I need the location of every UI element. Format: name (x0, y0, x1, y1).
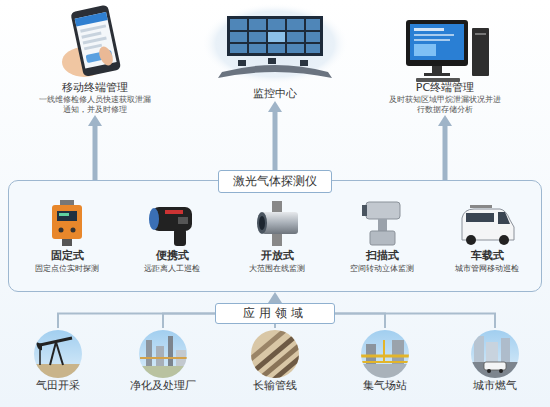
tree-line (275, 324, 276, 328)
terminal-note: 及时获知区域甲烷泄漏状况并进行数据存储分析 (380, 95, 510, 115)
arrow-head (88, 115, 102, 126)
detector-type: 开放式大范围在线监测 (225, 199, 329, 274)
detector-title: 便携式 (120, 249, 224, 263)
connector-line (335, 314, 385, 329)
band-title: 激光气体探测仪 (218, 170, 332, 193)
application-domain: 集气场站 (337, 328, 433, 392)
domain-header-title: 应用领域 (224, 306, 326, 321)
arrow-head (268, 292, 282, 303)
application-domain: 净化及处理厂 (115, 328, 211, 392)
detector-note: 空间转动立体监测 (330, 263, 434, 274)
application-domain: 长输管线 (227, 328, 323, 392)
detector-type: 固定式固定点位实时探测 (15, 199, 119, 274)
arrow-head (438, 115, 452, 126)
domain-title: 净化及处理厂 (115, 378, 211, 392)
scanning-detector-picture (362, 202, 400, 245)
application-domain: 气田开采 (10, 328, 106, 392)
tree-line (335, 314, 495, 329)
connector-line (335, 314, 495, 329)
detector-note: 大范围在线监测 (225, 263, 329, 274)
detector-type: 便携式远距离人工巡检 (120, 199, 224, 274)
connector-line (163, 314, 215, 329)
output-terminal: PC终端管理及时获知区域甲烷泄漏状况并进行数据存储分析 (380, 4, 510, 115)
connector-line (93, 125, 98, 180)
detector-title: 开放式 (225, 249, 329, 263)
flow-arrow (88, 115, 102, 180)
domain-title: 集气场站 (337, 378, 433, 392)
detector-title: 固定式 (15, 249, 119, 263)
tree-line (335, 314, 385, 329)
terminal-title: PC终端管理 (380, 80, 510, 95)
phone-picture (62, 5, 121, 77)
connector-line (443, 125, 448, 180)
arrow-head (268, 101, 282, 112)
tree-line (58, 314, 215, 329)
detector-band: 激光气体探测仪固定式固定点位实时探测便携式远距离人工巡检开放式大范围在线监测扫描… (8, 180, 542, 292)
flow-arrow (268, 292, 282, 303)
detector-type: 扫描式空间转动立体监测 (330, 199, 434, 274)
detector-note: 固定点位实时探测 (15, 263, 119, 274)
band-ground (9, 181, 542, 292)
domain-title: 气田开采 (10, 378, 106, 392)
detector-title: 扫描式 (330, 249, 434, 263)
vehicle-detector-picture (462, 205, 514, 245)
detector-note: 城市管网移动巡检 (435, 263, 539, 274)
pipeline-picture (240, 326, 314, 388)
tree-line (163, 314, 215, 329)
open-path-detector-picture (257, 201, 298, 246)
domain-header: 应用领域 (215, 303, 335, 324)
domain-title: 城市燃气 (447, 378, 543, 392)
output-terminal: 监控中心 (195, 2, 355, 101)
flow-arrow (438, 115, 452, 180)
pc-picture (406, 20, 489, 82)
detector-title: 车载式 (435, 249, 539, 263)
terminal-title: 监控中心 (195, 86, 355, 101)
control-room-picture (201, 3, 349, 85)
detector-type: 车载式城市管网移动巡检 (435, 199, 539, 274)
detector-note: 远距离人工巡检 (120, 263, 224, 274)
connector-line (274, 324, 276, 328)
terminal-title: 移动终端管理 (30, 80, 160, 95)
output-terminal: 移动终端管理一线维修检修人员快速获取泄漏通知，并及时修理 (30, 4, 160, 115)
fixed-detector-picture (52, 200, 82, 246)
connector-line (58, 314, 215, 329)
flow-arrow (268, 101, 282, 180)
terminal-note: 一线维修检修人员快速获取泄漏通知，并及时修理 (30, 95, 160, 115)
application-domain: 城市燃气 (447, 328, 543, 392)
domain-title: 长输管线 (227, 378, 323, 392)
portable-detector-picture (149, 207, 192, 246)
